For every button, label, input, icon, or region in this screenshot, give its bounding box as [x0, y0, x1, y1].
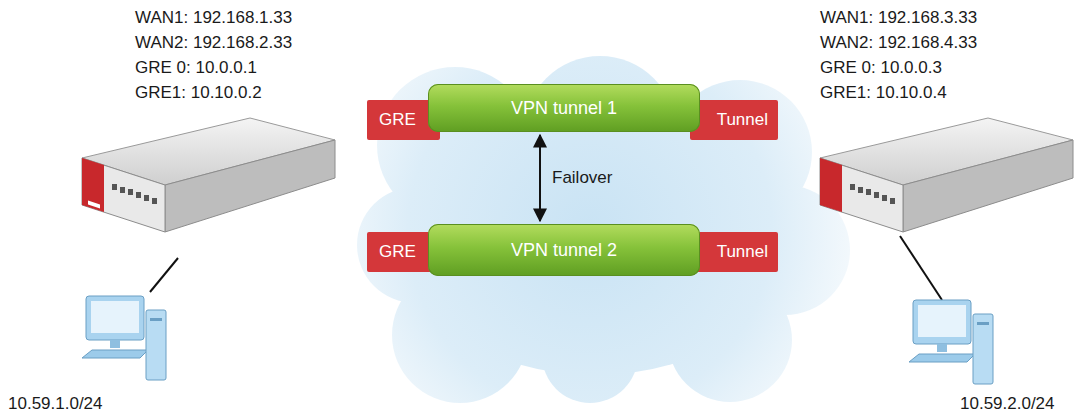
vpn-tunnel-bar: VPN tunnel 1: [428, 84, 700, 132]
tunnel-text: Tunnel: [717, 110, 768, 130]
tunnel-text: VPN tunnel 2: [511, 240, 617, 261]
tunnel-end-tab: Tunnel: [690, 232, 778, 272]
tunnel-text: VPN tunnel 1: [511, 98, 617, 119]
subnet-label: 10.59.2.0/24: [960, 394, 1055, 414]
tunnel-text: GRE: [379, 110, 416, 130]
interface-address: WAN2: 192.168.2.33: [135, 33, 292, 53]
vpn-tunnel-bar: VPN tunnel 2: [428, 224, 700, 276]
tunnel-text: Tunnel: [717, 242, 768, 262]
pc-left: [82, 296, 166, 380]
subnet-label: 10.59.1.0/24: [8, 394, 103, 414]
interface-address: WAN1: 192.168.3.33: [820, 8, 977, 28]
lan-cable: [150, 258, 178, 292]
router-right: [820, 118, 1073, 232]
router-left: [82, 118, 335, 232]
interface-address: GRE1: 10.10.0.4: [820, 83, 947, 103]
failover-arrow: [539, 135, 541, 221]
lan-cable: [900, 236, 942, 300]
cloud: [357, 56, 850, 403]
interface-address: GRE1: 10.10.0.2: [135, 83, 262, 103]
interface-address: GRE 0: 10.0.0.3: [820, 58, 942, 78]
edge-label: Failover: [552, 168, 612, 188]
tunnel-end-tab: Tunnel: [690, 100, 778, 140]
interface-address: GRE 0: 10.0.0.1: [135, 58, 257, 78]
tunnel-text: GRE: [379, 242, 416, 262]
interface-address: WAN2: 192.168.4.33: [820, 33, 977, 53]
interface-address: WAN1: 192.168.1.33: [135, 8, 292, 28]
pc-right: [909, 300, 993, 384]
